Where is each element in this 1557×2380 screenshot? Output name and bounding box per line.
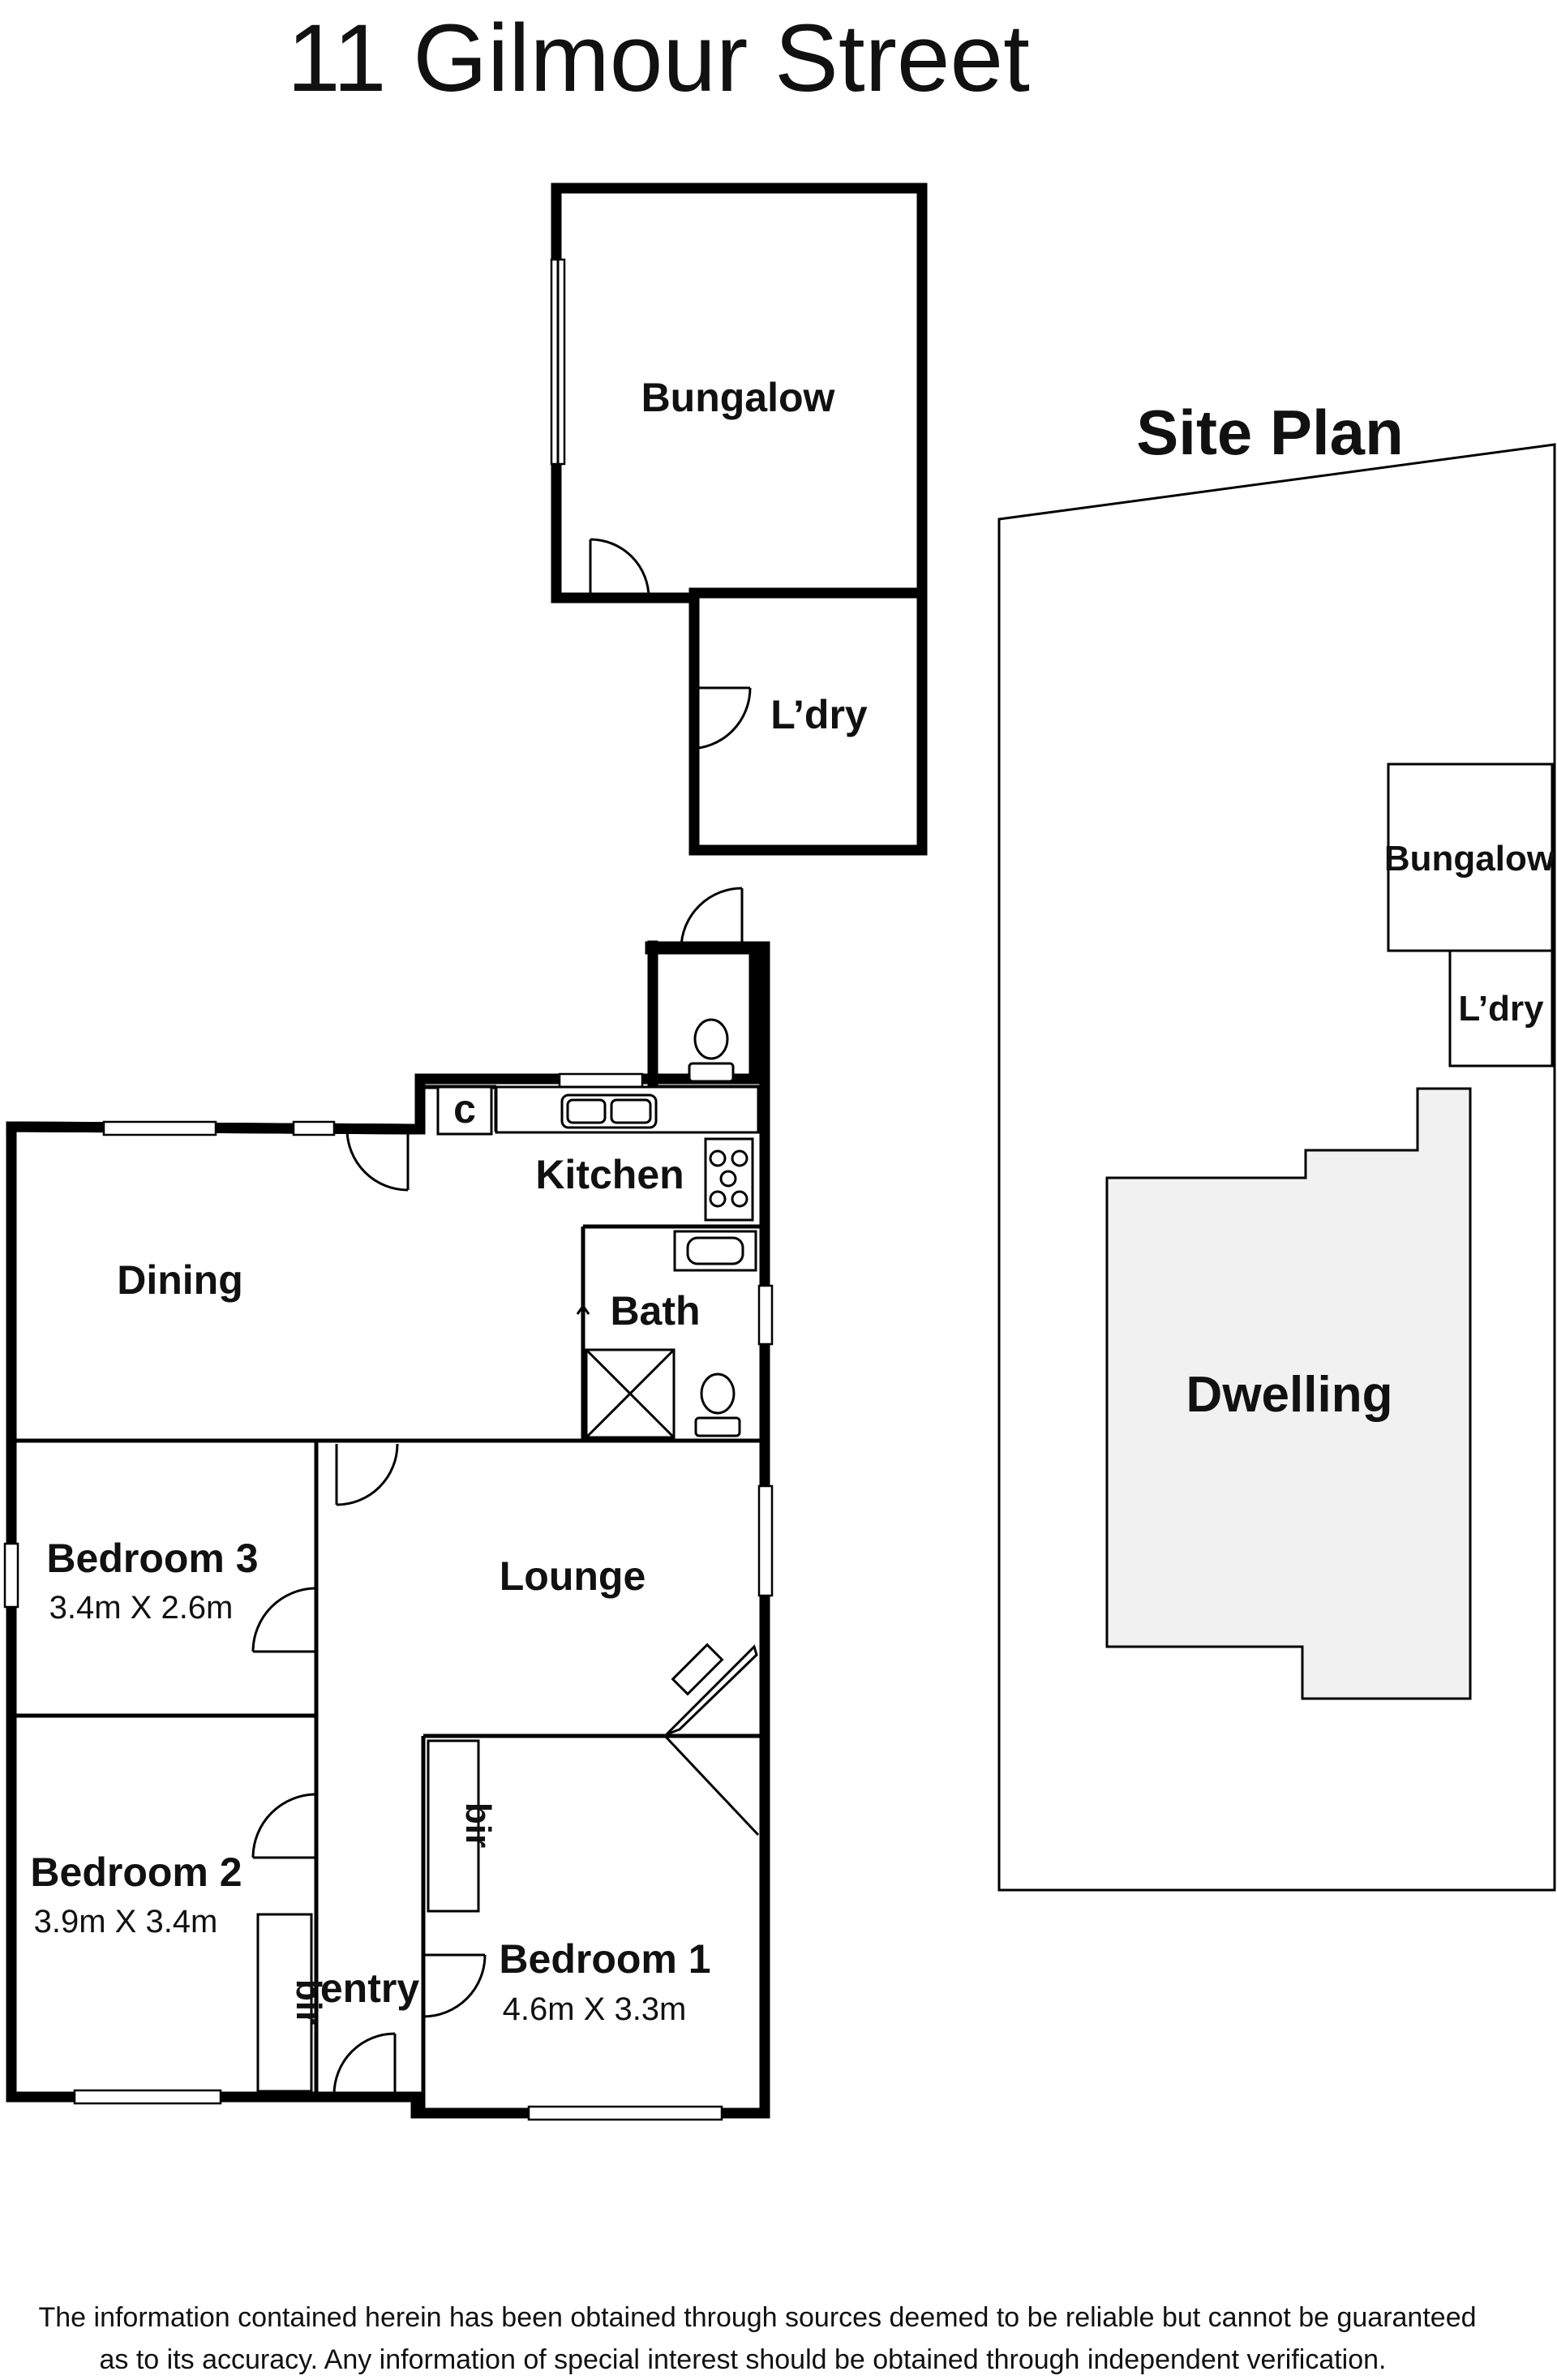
pantry-cupboard (436, 1085, 493, 1136)
room-label-bedroom3: Bedroom 3 (46, 1536, 258, 1581)
room-label-lounge: Lounge (500, 1553, 646, 1599)
lounge-door (335, 1443, 399, 1506)
bungalow-outbuilding (550, 183, 928, 856)
bir-label-bedroom1: bir (458, 1802, 498, 1848)
house-windows (3, 1072, 774, 2121)
bedroom1-window (527, 2105, 723, 2121)
bungalow-door (589, 538, 650, 599)
site-plan (997, 443, 1556, 1892)
bedroom3-window (3, 1542, 19, 1609)
bedroom2-built-in-robe (256, 1913, 313, 2093)
site-dwelling (1105, 1087, 1472, 1700)
burner-icon (709, 1149, 727, 1167)
toilet-door (680, 887, 744, 948)
room-label-dining: Dining (117, 1257, 243, 1303)
bedroom1-built-in-robe (427, 1739, 480, 1913)
room-size-bedroom3: 3.4m X 2.6m (49, 1590, 234, 1626)
bath-fixtures (585, 1018, 757, 1439)
dining-window-1 (102, 1120, 217, 1136)
toilet-icon (688, 1018, 735, 1083)
disclaimer-line-1: The information contained herein has bee… (38, 2302, 1476, 2333)
room-label-bedroom2: Bedroom 2 (30, 1849, 242, 1895)
laundry-door (688, 686, 752, 750)
dining-back-door (345, 1128, 410, 1192)
room-size-bedroom2: 3.9m X 3.4m (34, 1904, 218, 1940)
entry-door (332, 2032, 397, 2096)
cupboard-label: c (453, 1086, 476, 1132)
site-laundry (1448, 949, 1554, 1068)
bedroom3-door (251, 1587, 317, 1653)
bath-window (757, 1284, 774, 1346)
kitchen-window (558, 1072, 644, 1089)
room-label-entry: entry (320, 1965, 419, 2011)
site-bungalow (1387, 763, 1554, 952)
corner-fireplace (663, 1643, 760, 1837)
kitchen-fixtures (436, 1085, 760, 1222)
disclaimer-line-2: as to its accuracy. Any information of s… (100, 2344, 1387, 2375)
room-label-bungalow: Bungalow (641, 375, 835, 420)
room-label-laundry: L’dry (770, 692, 868, 737)
site-label-bungalow: Bungalow (1384, 839, 1555, 879)
site-label-dwelling: Dwelling (1186, 1367, 1393, 1423)
site-label-laundry: L’dry (1458, 989, 1544, 1029)
room-label-kitchen: Kitchen (535, 1152, 684, 1197)
bedroom1-door (422, 1953, 487, 2018)
bedroom2-window (73, 2089, 222, 2105)
dining-window-2 (292, 1120, 336, 1136)
bedroom2-door (251, 1793, 317, 1859)
page-title: 11 Gilmour Street (287, 5, 1030, 112)
room-size-bedroom1: 4.6m X 3.3m (503, 1991, 687, 2027)
bath-toilet-icon (694, 1373, 741, 1437)
site-plan-heading: Site Plan (1136, 397, 1403, 468)
room-label-bedroom1: Bedroom 1 (499, 1936, 710, 1982)
lounge-window (757, 1484, 774, 1597)
room-label-bath: Bath (610, 1288, 700, 1334)
bath-door (576, 1305, 590, 1347)
house-doors (251, 887, 744, 2096)
bir-label-bedroom2: bir (289, 1979, 328, 2025)
